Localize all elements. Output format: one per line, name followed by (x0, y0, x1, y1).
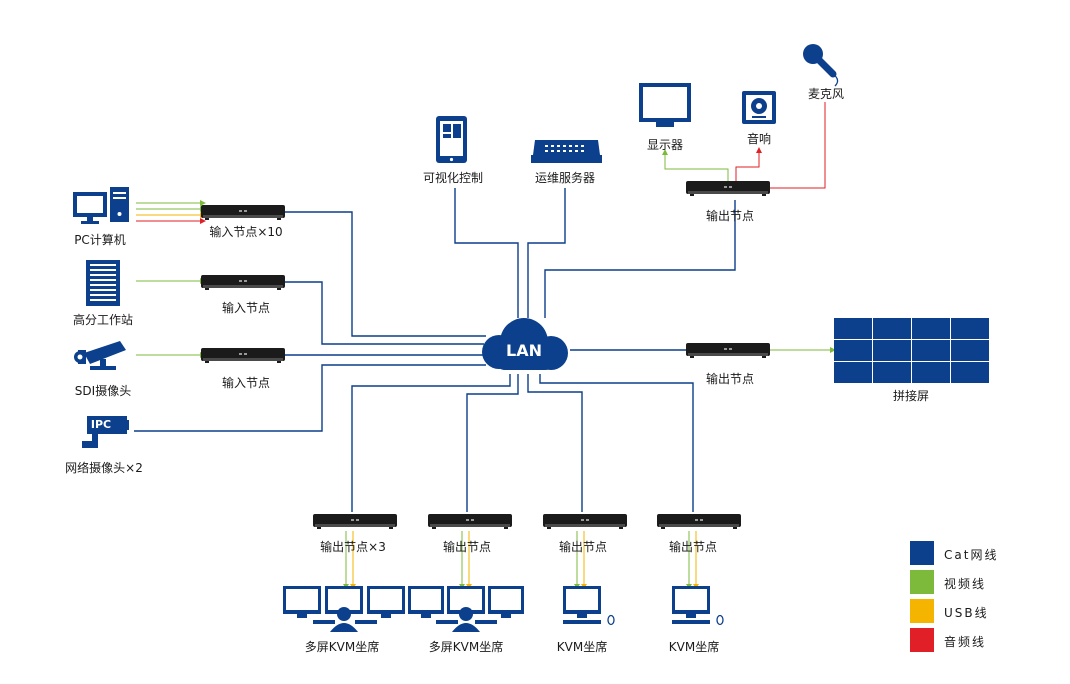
cat-line-ipc (134, 364, 486, 432)
legend-swatch (910, 628, 934, 652)
output-node-label: 输出节点 (705, 372, 755, 386)
legend-swatch (910, 541, 934, 565)
cat-line-output-x3 (351, 374, 511, 512)
output-node-device (428, 514, 512, 529)
ipc-camera-icon (82, 416, 129, 448)
cat-line-output-top (544, 200, 736, 318)
multi-screen-kvm-seat-label: 多屏KVM坐席 (428, 640, 504, 654)
legend-label: Cat网线 (944, 548, 999, 562)
monitor-icon (639, 83, 691, 127)
ipc-badge: IPC (90, 418, 112, 431)
legend-label: USB线 (944, 606, 989, 620)
display-label: 显示器 (646, 138, 684, 152)
output-node-label: 输出节点×3 (320, 540, 386, 554)
multi-screen-kvm-seat-icon (408, 586, 524, 632)
cat-line-output-b2 (466, 374, 519, 512)
kvm-seat-icon (563, 586, 615, 626)
sdi-camera-label: SDI摄像头 (74, 384, 132, 398)
pc-computer-label: PC计算机 (74, 233, 126, 247)
input-node-label: 输入节点×10 (209, 225, 283, 239)
kvm-seat-label: KVM坐席 (668, 640, 720, 654)
kvm-seat-label: KVM坐席 (556, 640, 608, 654)
output-node-label: 输出节点 (558, 540, 608, 554)
cat-cable-lines (134, 188, 736, 512)
input-node-device (201, 275, 285, 290)
legend-swatch (910, 599, 934, 623)
input-node-device (201, 348, 285, 363)
signal-lines (136, 102, 836, 589)
input-node-device (201, 205, 285, 220)
video-wall-label: 拼接屏 (892, 389, 930, 403)
video-line-display (664, 155, 729, 181)
multi-screen-kvm-seat-icon (283, 586, 405, 632)
sdi-camera-icon (74, 341, 126, 370)
server-icon (531, 140, 602, 163)
visual-control-label: 可视化控制 (422, 171, 484, 185)
cat-line-visual-control (454, 188, 519, 318)
cat-line-input-x10 (285, 211, 486, 337)
output-node-device (686, 343, 770, 358)
speaker-label: 音响 (746, 132, 772, 146)
output-node-device (657, 514, 741, 529)
cat-line-output-b3 (527, 374, 583, 512)
video-wall-icon (834, 318, 989, 383)
microphone-label: 麦克风 (807, 87, 845, 101)
output-node-device (686, 181, 770, 196)
cat-line-output-b4 (539, 374, 694, 512)
cat-line-input-2 (285, 281, 484, 345)
ops-server-label: 运维服务器 (534, 171, 596, 185)
cat-line-ops-server (527, 188, 566, 318)
legend-label: 视频线 (944, 577, 987, 591)
pc-computer-icon (73, 187, 129, 224)
workstation-icon (86, 260, 120, 306)
audio-line-speaker (735, 153, 760, 181)
input-node-label: 输入节点 (221, 301, 271, 315)
output-node-label: 输出节点 (442, 540, 492, 554)
lan-label: LAN (506, 341, 542, 360)
tablet-icon (436, 116, 467, 163)
kvm-seat-icon (672, 586, 724, 626)
workstation-label: 高分工作站 (72, 313, 134, 327)
legend-swatch (910, 570, 934, 594)
audio-line-microphone (770, 102, 826, 189)
output-node-device (313, 514, 397, 529)
output-node-label: 输出节点 (705, 209, 755, 223)
output-node-device (543, 514, 627, 529)
network-camera-label: 网络摄像头×2 (65, 461, 143, 475)
lan-cloud-icon (482, 318, 568, 370)
input-node-label: 输入节点 (221, 376, 271, 390)
legend-label: 音频线 (944, 635, 987, 649)
output-node-label: 输出节点 (668, 540, 718, 554)
microphone-icon (803, 44, 839, 87)
speaker-icon (742, 91, 776, 124)
multi-screen-kvm-seat-label: 多屏KVM坐席 (304, 640, 380, 654)
